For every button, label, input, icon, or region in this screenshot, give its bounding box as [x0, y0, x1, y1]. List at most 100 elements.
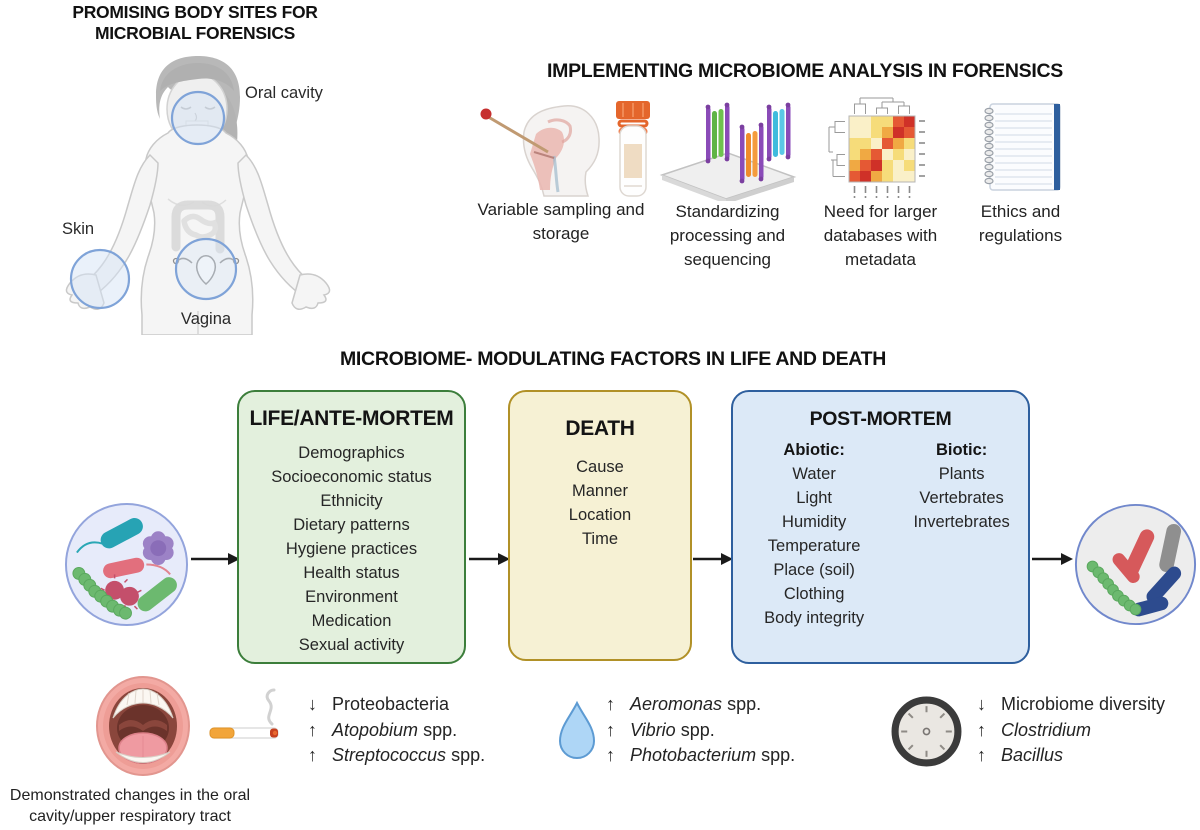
factor-item: Location	[568, 506, 632, 524]
life-ante-mortem-box: LIFE/ANTE-MORTEM Demographics Socioecono…	[237, 390, 466, 664]
death-box: DEATH Cause Manner Location Time	[508, 390, 692, 661]
species-line: ↑ Aeromonas spp.	[606, 692, 795, 718]
factor-item: Cause	[576, 458, 624, 476]
up-arrow-glyph: ↑	[977, 719, 986, 740]
factor-item: Socioeconomic status	[271, 468, 432, 486]
cigarette-icon	[209, 688, 279, 739]
arrow-right-icon	[693, 553, 733, 565]
taxon-name: Atopobium	[332, 719, 419, 740]
notebook-icon	[984, 103, 1061, 191]
up-arrow-glyph: ↑	[977, 745, 986, 765]
taxon-name: Clostridium	[1001, 719, 1092, 740]
biotic-header: Biotic:	[935, 441, 988, 459]
factor-item: Light	[796, 489, 833, 507]
taxon-name: Proteobacteria	[332, 694, 450, 714]
death-box-title: DEATH	[565, 417, 635, 440]
vagina-highlight-circle	[174, 237, 238, 301]
oral-cavity-highlight-circle	[170, 90, 226, 146]
abiotic-column: Abiotic: Water Light Humidity Temperatur…	[733, 438, 895, 630]
body-sites-title-line1: PROMISING BODY SITES FOR	[72, 2, 318, 22]
taxon-suffix: spp.	[675, 719, 715, 740]
skin-label: Skin	[62, 220, 95, 238]
factor-item: Place (soil)	[773, 561, 855, 579]
arrow-right-icon	[191, 553, 240, 565]
body-figure-illustration	[65, 56, 331, 335]
factor-item: Time	[581, 530, 619, 548]
taxon-name: Photobacterium	[630, 745, 757, 765]
life-box-title: LIFE/ANTE-MORTEM	[249, 407, 454, 430]
factor-item: Humidity	[782, 513, 847, 531]
time-changes-list: ↓ Microbiome diversity ↑ Clostridium ↑ Baci…	[977, 692, 1165, 769]
taxon-name: Microbiome diversity	[1001, 694, 1166, 714]
post-mortem-microbiome-community-icon	[1074, 503, 1197, 626]
clock-icon	[891, 696, 962, 767]
down-arrow-glyph: ↓	[977, 694, 986, 714]
skin-highlight-circle	[69, 248, 131, 310]
taxon-name: Aeromonas	[630, 694, 723, 714]
implementing-item-label: Ethics and regulations	[978, 202, 1063, 245]
open-mouth-icon	[96, 676, 190, 776]
factor-item: Plants	[938, 465, 985, 483]
taxon-suffix: spp.	[418, 719, 458, 740]
factor-item: Temperature	[767, 537, 861, 555]
abiotic-header: Abiotic:	[783, 441, 845, 459]
up-arrow-glyph: ↑	[606, 694, 615, 714]
swab-and-tube-icon	[480, 101, 650, 197]
taxon-suffix: spp.	[756, 745, 796, 765]
species-line: ↑ Clostridium	[977, 718, 1165, 744]
sequencing-chip-icon	[659, 102, 797, 201]
species-line: ↑ Vibrio spp.	[606, 718, 795, 744]
species-line: ↑ Streptococcus spp.	[308, 743, 485, 769]
up-arrow-glyph: ↑	[308, 745, 317, 765]
factor-item: Manner	[572, 482, 628, 500]
water-drop-icon	[558, 700, 596, 759]
smoking-changes-list: ↓ Proteobacteria ↑ Atopobium spp. ↑ Strepto…	[308, 692, 485, 769]
factors-title: MICROBIOME- MODULATING FACTORS IN LIFE A…	[339, 348, 887, 370]
arrow-right-icon	[469, 553, 510, 565]
body-sites-title-line2: MICROBIAL FORENSICS	[94, 23, 296, 43]
factor-item: Health status	[303, 564, 400, 582]
oral-caption: Demonstrated changes in the oral cavity/…	[5, 785, 255, 827]
implementing-title: IMPLEMENTING MICROBIOME ANALYSIS IN FORE…	[547, 60, 1063, 82]
body-sites-title: PROMISING BODY SITES FOR MICROBIAL FOREN…	[55, 2, 335, 44]
water-changes-list: ↑ Aeromonas spp. ↑ Vibrio spp. ↑Photobacte…	[606, 692, 795, 769]
factor-item: Water	[792, 465, 836, 483]
species-line: ↓ Proteobacteria	[308, 692, 485, 718]
taxon-suffix: spp.	[446, 745, 486, 765]
species-line: ↓ Microbiome diversity	[977, 692, 1165, 718]
post-mortem-box-title: POST-MORTEM	[809, 408, 952, 430]
heatmap-dendrogram-icon	[828, 97, 925, 198]
factor-item: Sexual activity	[298, 636, 405, 654]
vagina-label: Vagina	[180, 310, 232, 328]
factor-item: Invertebrates	[913, 513, 1010, 531]
implementing-item-label: Need for larger databases with metadata	[823, 202, 938, 269]
species-line: ↑Photobacterium spp.	[606, 743, 795, 769]
oral-cavity-label: Oral cavity	[245, 84, 323, 102]
factor-item: Demographics	[298, 444, 405, 462]
oral-caption-line1: Demonstrated changes in the oral	[9, 787, 251, 804]
taxon-name: Streptococcus	[332, 745, 447, 765]
factor-item: Ethnicity	[320, 492, 383, 510]
up-arrow-glyph: ↑	[308, 719, 317, 740]
implementing-item-label: Standardizing processing and sequencing	[669, 202, 786, 269]
oral-caption-line2: cavity/upper respiratory tract	[29, 808, 231, 825]
arrow-right-icon	[1032, 553, 1073, 565]
down-arrow-glyph: ↓	[308, 694, 317, 714]
species-line: ↑ Atopobium spp.	[308, 718, 485, 744]
post-mortem-box: POST-MORTEM Abiotic: Water Light Humidit…	[731, 390, 1030, 664]
factor-item: Medication	[311, 612, 392, 630]
implementing-item-label: Variable sampling and storage	[477, 200, 645, 243]
factor-item: Dietary patterns	[293, 516, 410, 534]
taxon-name: Bacillus	[1001, 745, 1064, 765]
living-microbiome-community-icon	[64, 502, 189, 627]
species-line: ↑ Bacillus	[977, 743, 1165, 769]
taxon-name: Vibrio	[630, 719, 676, 740]
factor-item: Body integrity	[764, 609, 865, 627]
factor-item: Clothing	[783, 585, 845, 603]
factor-item: Vertebrates	[919, 489, 1004, 507]
factor-item: Hygiene practices	[285, 540, 418, 558]
up-arrow-glyph: ↑	[606, 719, 615, 740]
taxon-suffix: spp.	[722, 694, 762, 714]
factor-item: Environment	[305, 588, 398, 606]
